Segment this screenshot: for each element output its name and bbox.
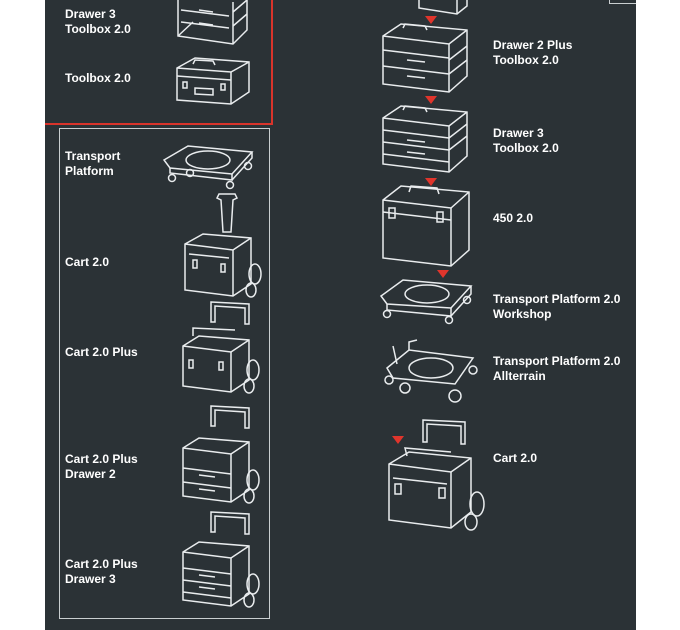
drawer-toolbox-icon [173, 0, 251, 46]
right-item-label: Drawer 3 Toolbox 2.0 [493, 126, 559, 155]
cart-drawer3-icon [179, 510, 267, 608]
toolbox-icon [173, 57, 253, 108]
stack-arrow-5 [392, 436, 404, 444]
left-item-label: Transport Platform [65, 149, 121, 178]
right-item-label: Transport Platform 2.0 Allterrain [493, 354, 621, 383]
left-item-label: Cart 2.0 Plus [65, 345, 138, 359]
platform-workshop-icon [379, 274, 473, 325]
stack-arrow-3 [425, 178, 437, 186]
platform-allterrain-icon [383, 338, 478, 410]
drawer2-plus-toolbox-icon [379, 22, 471, 96]
drawer3-toolbox-icon [379, 104, 471, 176]
left-item-label: Cart 2.0 Plus Drawer 2 [65, 452, 138, 481]
cart-icon [181, 192, 267, 298]
frame-corner-mark [609, 0, 636, 4]
right-item-label: Transport Platform 2.0 Workshop [493, 292, 621, 321]
top-group-bracket [45, 0, 273, 125]
cart-icon [385, 418, 489, 531]
stack-arrow-1 [425, 16, 437, 24]
transport-platform-icon [162, 140, 254, 190]
right-item-label: Drawer 2 Plus Toolbox 2.0 [493, 38, 573, 67]
cart-group-frame [59, 128, 270, 619]
left-item-label: Cart 2.0 Plus Drawer 3 [65, 557, 138, 586]
stack-top-box-icon [417, 0, 469, 18]
stack-arrow-2 [425, 96, 437, 104]
left-item-label: Toolbox 2.0 [65, 71, 131, 85]
left-item-label: Cart 2.0 [65, 255, 110, 269]
case-450-icon [379, 184, 473, 268]
cart-drawer2-icon [179, 404, 267, 504]
diagram-canvas: Drawer 3 Toolbox 2.0 Toolbox 2.0 Transpo… [45, 0, 636, 630]
cart-plus-icon [179, 300, 267, 394]
left-item-label: Drawer 3 Toolbox 2.0 [65, 7, 131, 36]
stack-arrow-4 [437, 270, 449, 278]
right-item-label: 450 2.0 [493, 211, 534, 225]
right-item-label: Cart 2.0 [493, 451, 538, 465]
